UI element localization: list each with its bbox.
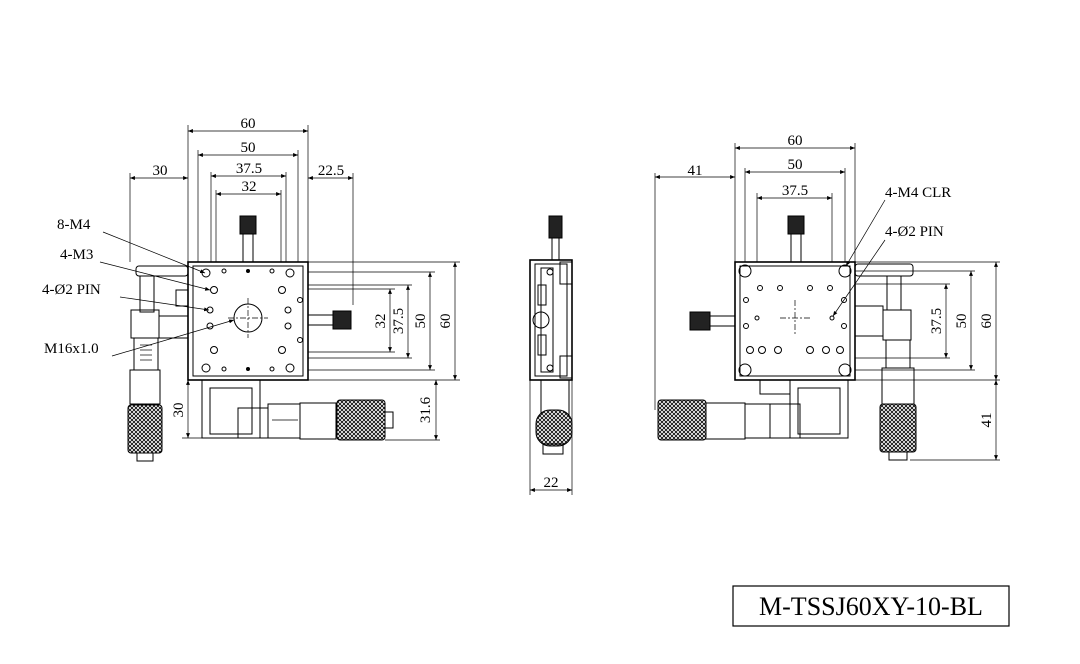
side-dim-22: 22 <box>544 475 559 491</box>
rear-stage-plate <box>734 261 856 381</box>
rear-dim-37-5: 37.5 <box>782 183 808 199</box>
front-view: 60 50 37.5 32 30 22.5 <box>42 116 460 462</box>
front-left-micrometer <box>127 265 189 462</box>
front-callouts: 8-M4 4-M3 4-Ø2 PIN M16x1.0 <box>42 217 235 357</box>
front-dim-31-6: 31.6 <box>418 396 434 423</box>
callout-8-m4: 8-M4 <box>57 217 91 233</box>
callout-4-m4-clr: 4-M4 CLR <box>885 185 951 201</box>
rear-right-dimensions: 60 50 37.5 41 <box>855 261 1000 461</box>
rear-callouts: 4-M4 CLR 4-Ø2 PIN <box>832 185 951 317</box>
rear-dim-41-bottom: 41 <box>979 413 995 428</box>
rear-view: 60 50 37.5 41 <box>654 133 1000 461</box>
rear-dim-60: 60 <box>788 133 803 149</box>
rear-dim-60-vertical: 60 <box>979 314 995 329</box>
rear-top-dimensions: 60 50 37.5 41 <box>654 133 856 410</box>
rear-right-micrometer <box>854 263 917 461</box>
front-dim-60: 60 <box>241 116 256 132</box>
front-dim-22-5: 22.5 <box>318 163 344 179</box>
callout-rear-pin: 4-Ø2 PIN <box>885 224 944 240</box>
front-dim-60-vertical: 60 <box>438 314 454 329</box>
front-dim-30-bottom: 30 <box>171 403 187 418</box>
side-view: 22 <box>529 215 573 495</box>
model-number: M-TSSJ60XY-10-BL <box>759 592 983 621</box>
rear-dim-50: 50 <box>788 157 803 173</box>
front-dim-50-vertical: 50 <box>413 314 429 329</box>
callout-m16: M16x1.0 <box>44 341 99 357</box>
front-right-dimensions: 60 50 37.5 32 31.6 <box>308 261 460 441</box>
rear-dim-37-5-vertical: 37.5 <box>929 308 945 334</box>
rear-top-knob <box>787 215 805 235</box>
front-dim-50: 50 <box>241 140 256 156</box>
front-bottom-left-dimension: 30 <box>171 380 202 439</box>
front-dim-32: 32 <box>242 179 257 195</box>
front-bottom-micrometer <box>201 379 394 441</box>
front-dim-30-left: 30 <box>153 163 168 179</box>
front-dim-32-vertical: 32 <box>373 314 389 329</box>
front-top-dimensions: 60 50 37.5 32 30 22.5 <box>129 116 354 305</box>
front-right-knob <box>307 310 352 330</box>
model-number-box: M-TSSJ60XY-10-BL <box>732 585 1010 627</box>
rear-dim-50-vertical: 50 <box>954 314 970 329</box>
rear-bottom-micrometer <box>657 379 849 441</box>
front-top-knob <box>239 215 257 263</box>
front-stage-plate <box>187 261 309 381</box>
callout-4-pin: 4-Ø2 PIN <box>42 282 101 298</box>
rear-left-knob <box>689 311 711 331</box>
side-top-knob <box>548 215 563 239</box>
front-dim-37-5: 37.5 <box>236 161 262 177</box>
rear-dim-41-left: 41 <box>688 163 703 179</box>
front-mount-holes <box>201 268 303 373</box>
front-dim-37-5-vertical: 37.5 <box>391 308 407 334</box>
callout-4-m3: 4-M3 <box>60 247 93 263</box>
